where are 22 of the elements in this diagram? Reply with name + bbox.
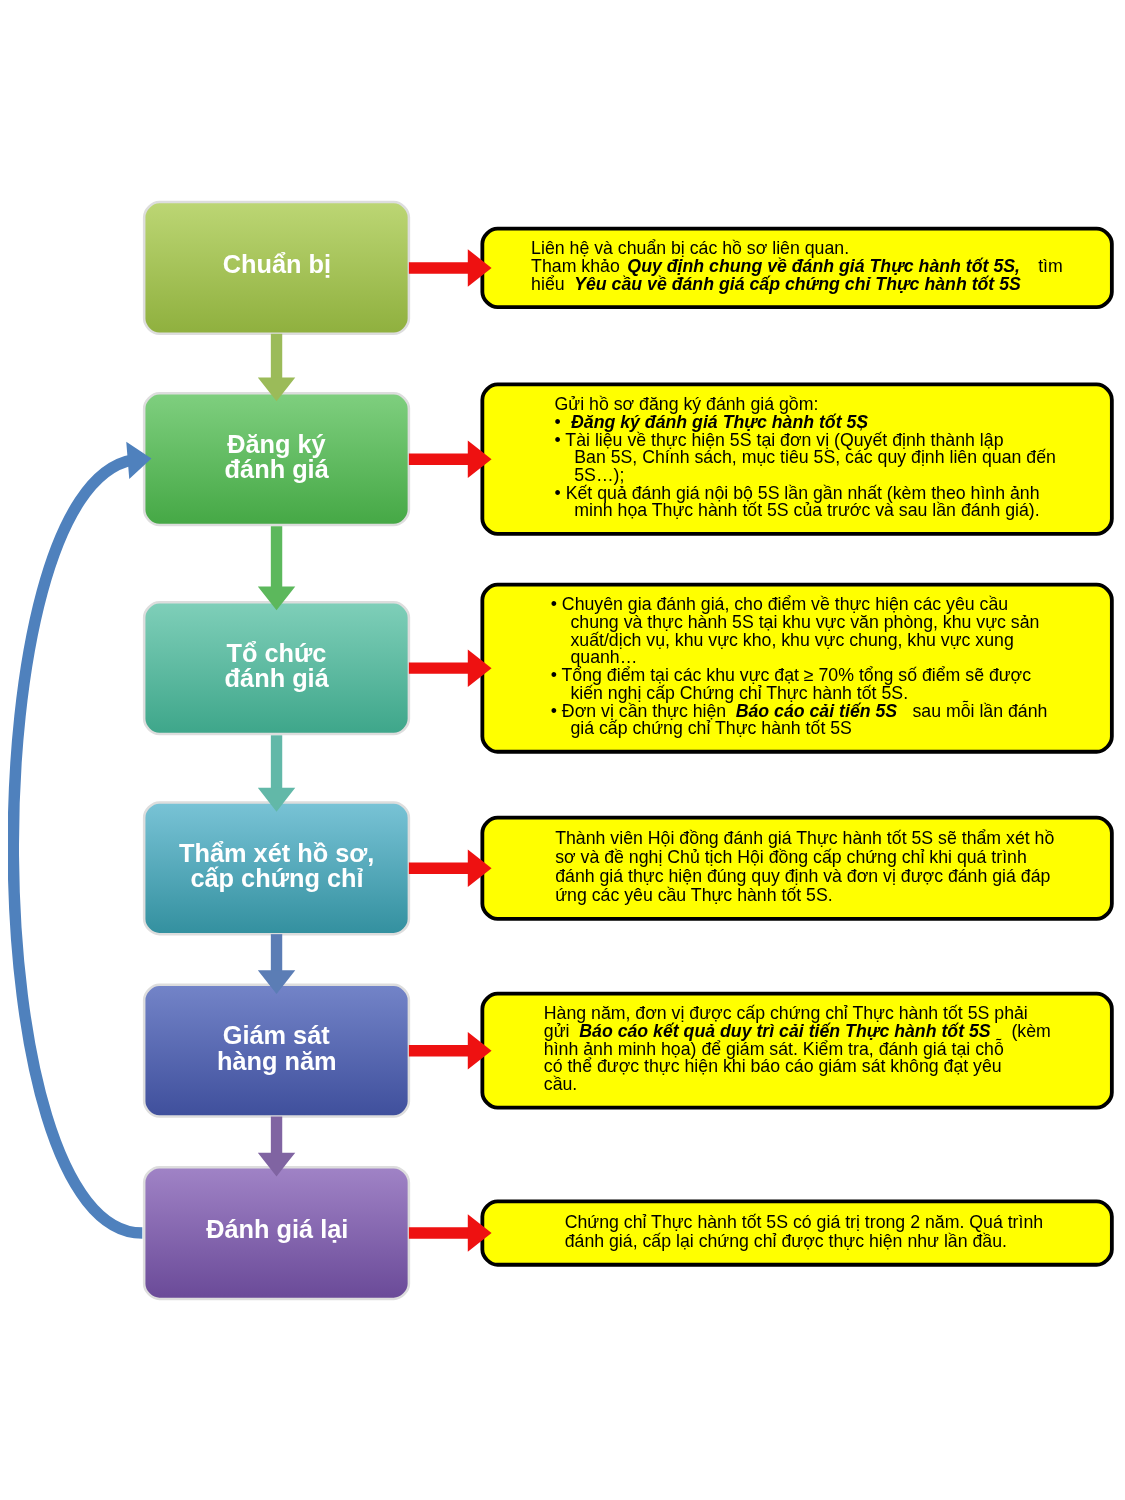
arrow [408,849,492,887]
node-box: Hàng năm, đơn vị được cấp chứng chỉ Thực hành tốt 5S phải gửi Báo cáo kết quả duy trì cải tiến Thực hành tốt 5S (kèm hình ảnh minh họa) để giám sát. Kiểm tra, đánh giá tại chỗ có thể được thực hiện khi báo cáo giám sát không đạt yêu cầu. [480,991,1114,1110]
node-box: Liên hệ và chuẩn bị các hồ sơ liên quan. Tham khảo Quy định chung về đánh giá Thực hành tốt 5S, tìm hiểu Yêu cầu về đánh giá cấp chứng chỉ Thực hành tốt 5S [480,226,1114,309]
arrow [408,1031,492,1069]
arrow [408,248,492,287]
node-box: Đăng ký đánh giá [142,391,411,526]
node-box: Chuẩn bị [142,200,411,335]
arrow [257,734,296,812]
arrow [408,440,492,478]
node-box: Chứng chỉ Thực hành tốt 5S có giá trị trong 2 năm. Quá trình đánh giá, cấp lại chứng chỉ được thực hiện như lần đầu. [480,1199,1114,1267]
node-box: • Chuyên gia đánh giá, cho điểm về thực hiện các yêu cầu chung và thực hành 5S tại khu vực văn phòng, khu vực sản xuất/dịch vụ, khu vực kho, khu vực chung, khu vực xung quanh… • Tổng điểm tại các khu vực đạt ≥ 70% tổng số điểm sẽ được kiến nghị cấp Chứng chỉ Thực hành tốt 5S. • Đơn vị cần thực hiện Báo cáo cải tiến 5S sau mỗi lần đánh giá cấp chứng chỉ Thực hành tốt 5S [480,582,1114,754]
arrow [408,648,492,687]
arrow [257,1116,296,1176]
node-box: Đánh giá lại [142,1165,411,1300]
arrow [257,333,296,401]
arrow [408,1213,492,1252]
node-box: Tổ chức đánh giá [142,600,411,735]
node-box: Thành viên Hội đồng đánh giá Thực hành tốt 5S sẽ thẩm xét hồ sơ và đề nghị Chủ tịch Hội đồng cấp chứng chỉ khi quá trình đánh giá thực hiện đúng quy định và đơn vị được đánh giá đáp ứng các yêu cầu Thực hành tốt 5S. [480,815,1114,921]
arrow [257,525,296,610]
node-box: Giám sát hàng năm [142,983,411,1118]
node-box: Thẩm xét hồ sơ, cấp chứng chỉ [142,800,411,935]
arrow [257,933,296,994]
